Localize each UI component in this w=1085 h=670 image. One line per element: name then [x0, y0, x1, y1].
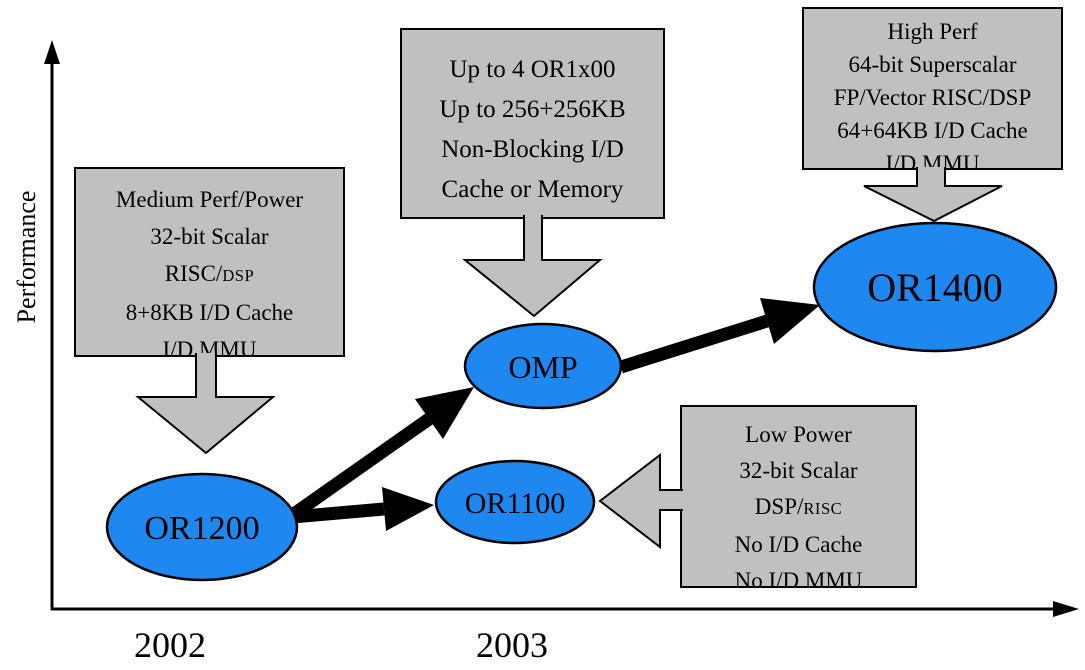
node-omp-label: OMP — [508, 349, 577, 385]
callout-line: Up to 256+256KB — [439, 96, 626, 123]
callout-arrow-down-to-or1200 — [135, 353, 276, 455]
y-axis-label: Performance — [12, 190, 41, 324]
callout-line: Non-Blocking I/D — [441, 136, 624, 163]
callout-arrow-down-to-omp — [462, 215, 603, 318]
callout-arrow-left-to-or1100 — [598, 452, 683, 550]
callout-line: High Perf — [887, 19, 978, 44]
callout-line-part-small: RISC — [803, 499, 843, 518]
flow-arrow-shaft — [619, 314, 769, 374]
callout-box-or1100-specs: Low Power 32-bit Scalar DSP/RISC No I/D … — [680, 405, 917, 588]
callout-line: 64+64KB I/D Cache — [837, 118, 1028, 143]
callout-line-part: RISC/ — [164, 261, 223, 286]
flow-arrow-or1200-to-omp — [287, 387, 474, 522]
node-or1400-label: OR1400 — [867, 265, 1003, 310]
x-axis-arrowhead-icon — [1053, 601, 1079, 617]
callout-line: I/D MMU — [885, 151, 980, 170]
flow-arrow-omp-to-or1400 — [619, 298, 820, 374]
flow-arrow-or1200-to-or1100 — [291, 487, 434, 531]
callout-line: Medium Perf/Power — [115, 187, 304, 212]
flow-arrowhead-icon — [382, 487, 434, 531]
callout-line: DSP/RISC — [682, 489, 915, 527]
callout-line: 32-bit Scalar — [739, 458, 858, 483]
callout-line: I/D MMU — [162, 337, 257, 357]
callout-line: RISC/DSP — [76, 255, 343, 294]
flow-arrow-shaft — [287, 413, 433, 522]
flow-arrowhead-icon — [415, 387, 474, 439]
callout-line: 64-bit Superscalar — [848, 52, 1017, 77]
node-or1200-ellipse — [105, 472, 299, 582]
flow-arrowhead-icon — [760, 298, 820, 344]
x-axis-tick-2003: 2003 — [476, 625, 548, 665]
node-or1100-ellipse — [434, 459, 596, 545]
callout-line: No I/D Cache — [734, 532, 863, 557]
callout-line: Up to 4 OR1x00 — [449, 56, 616, 83]
node-or1200-label: OR1200 — [144, 510, 259, 547]
callout-line: 32-bit Scalar — [150, 224, 269, 249]
callout-line: Cache or Memory — [441, 176, 624, 203]
callout-line: No I/D MMU — [734, 568, 863, 588]
x-axis-tick-2002: 2002 — [134, 625, 206, 665]
callout-line-part: DSP/ — [754, 494, 804, 519]
callout-arrow-down-to-or1400 — [863, 167, 1003, 223]
node-or1100-label: OR1100 — [465, 487, 566, 520]
callout-line: 8+8KB I/D Cache — [125, 300, 294, 325]
callout-box-omp-specs: Up to 4 OR1x00 Up to 256+256KB Non-Block… — [400, 28, 665, 219]
node-omp-ellipse — [463, 322, 623, 410]
callout-line-part-small: DSP — [222, 266, 255, 285]
callout-line: FP/Vector RISC/DSP — [833, 85, 1032, 110]
y-axis-arrowhead-icon — [44, 40, 60, 64]
callout-box-or1200-specs: Medium Perf/Power 32-bit Scalar RISC/DSP… — [74, 167, 345, 357]
node-or1400-ellipse — [812, 221, 1058, 353]
callout-box-or1400-specs: High Perf 64-bit Superscalar FP/Vector R… — [802, 7, 1063, 170]
callout-line: Low Power — [745, 422, 852, 447]
flow-arrow-shaft — [291, 502, 385, 524]
